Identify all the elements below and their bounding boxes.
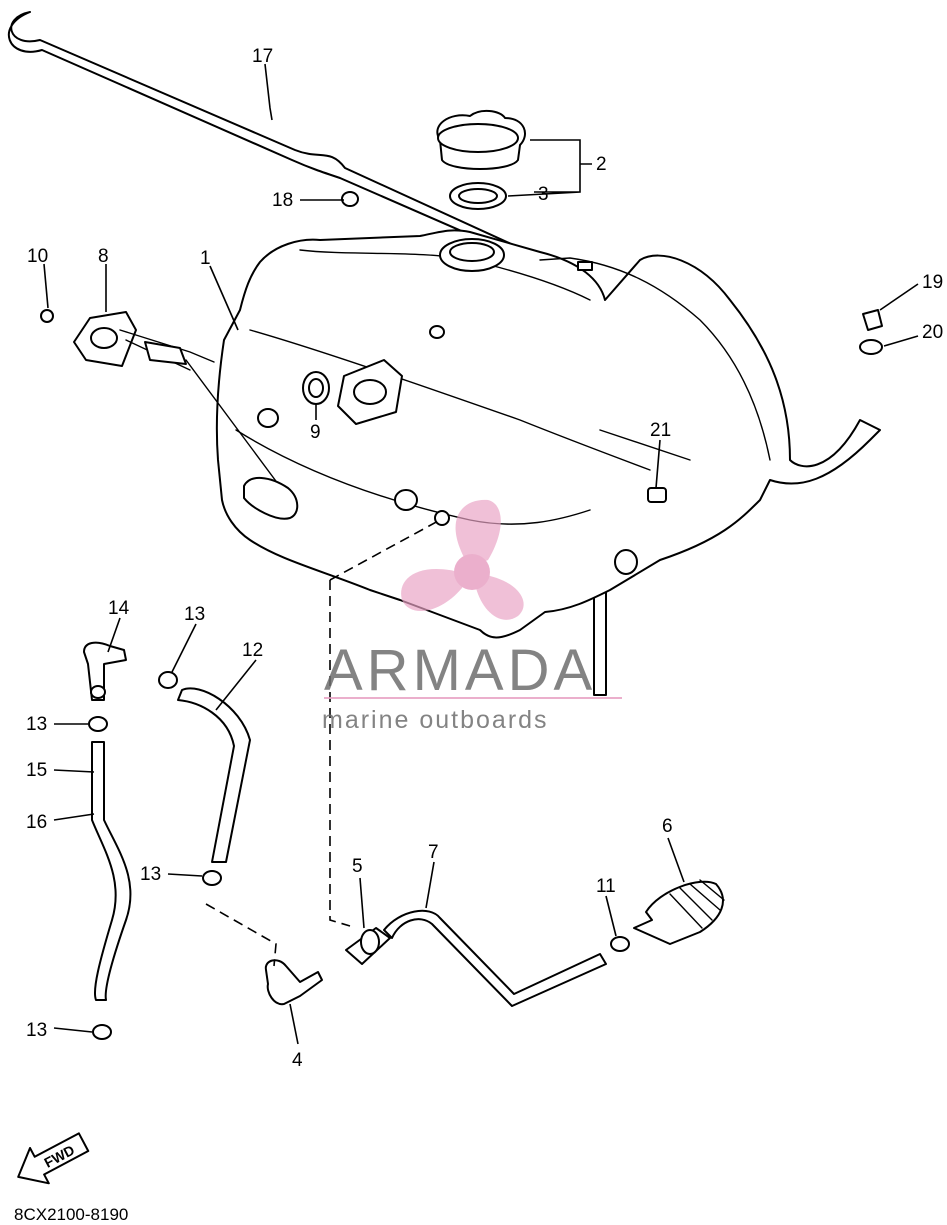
callout-12: 12 <box>242 640 263 661</box>
callout-6: 6 <box>662 816 673 837</box>
callout-14: 14 <box>108 598 130 619</box>
callout-20: 20 <box>922 322 943 343</box>
callout-7: 7 <box>428 842 439 863</box>
fwd-arrow-icon: FWD <box>17 1132 90 1185</box>
clip-18 <box>341 191 359 207</box>
gasket-3 <box>449 182 507 210</box>
callout-1: 1 <box>200 248 211 269</box>
propeller-logo-icon <box>401 499 524 620</box>
callout-17: 17 <box>252 46 273 67</box>
callout-10: 10 <box>27 246 48 267</box>
elbow-14 <box>83 641 127 701</box>
callout-4: 4 <box>292 1050 303 1071</box>
nut-19 <box>862 309 883 331</box>
filter-6 <box>633 879 725 945</box>
watermark-brand: ARMADA <box>324 638 596 703</box>
hose-12 <box>177 687 251 863</box>
callout-2: 2 <box>596 154 607 175</box>
callout-13c: 13 <box>140 864 161 885</box>
callout-13a: 13 <box>184 604 205 625</box>
watermark-tagline: marine outboards <box>322 706 549 734</box>
connector-5 <box>345 927 391 965</box>
callout-11: 11 <box>596 876 616 897</box>
callout-13b: 13 <box>26 714 47 735</box>
routing-lines <box>205 519 441 967</box>
watermark: ARMADA marine outboards <box>322 499 622 734</box>
hose-7 <box>383 909 607 1007</box>
callout-18: 18 <box>272 190 293 211</box>
sender-8 <box>73 311 299 520</box>
screw-10 <box>40 309 54 323</box>
elbow-4 <box>264 959 323 1006</box>
callout-9: 9 <box>310 422 321 443</box>
callout-3: 3 <box>538 184 549 205</box>
diagram-code: 8CX2100-8190 <box>14 1205 129 1224</box>
callout-5: 5 <box>352 856 363 877</box>
fuel-tank-1 <box>215 229 881 639</box>
filler-cap-2 <box>436 110 526 170</box>
leader-lines <box>43 63 919 1045</box>
callout-16: 16 <box>26 812 47 833</box>
callout-19: 19 <box>922 272 943 293</box>
callout-13d: 13 <box>26 1020 47 1041</box>
callout-labels: 17 2 3 18 10 8 1 19 20 9 21 14 13 12 13 … <box>26 46 943 1071</box>
clip-11 <box>610 936 630 952</box>
clips-13-left <box>88 671 222 1040</box>
callout-8: 8 <box>98 246 109 267</box>
hose-15-16 <box>91 741 132 1001</box>
callout-15: 15 <box>26 760 47 781</box>
callout-21: 21 <box>650 420 671 441</box>
washer-20 <box>859 339 883 355</box>
